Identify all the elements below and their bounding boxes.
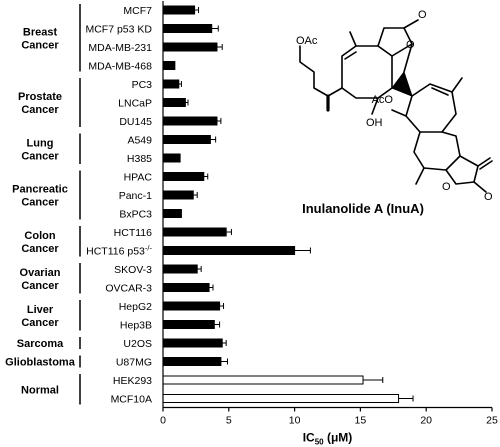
bar-7 xyxy=(162,116,218,126)
cell-line-label: Panc-1 xyxy=(119,190,152,202)
label-o-top: O xyxy=(418,9,427,21)
group-label: Liver xyxy=(27,304,54,316)
bar-20 xyxy=(162,357,222,366)
x-tick-label: 10 xyxy=(289,415,301,427)
cell-line-label: MDA-MB-468 xyxy=(88,61,152,73)
group-label: Cancer xyxy=(21,150,59,162)
group-label: Cancer xyxy=(21,243,59,255)
molecule-labels: OAc AcO OH O O O O xyxy=(296,9,493,203)
cell-line-label: LNCaP xyxy=(118,98,152,110)
cell-line-label: HCT116 p53-/- xyxy=(86,244,152,258)
cell-line-label: DU145 xyxy=(119,116,152,128)
x-tick-label: 0 xyxy=(160,415,166,427)
bar-8 xyxy=(162,135,211,144)
cell-line-label: MCF7 xyxy=(123,5,152,17)
bar-1 xyxy=(162,5,196,15)
group-labels: BreastCancerProstateCancerLungCancerPanc… xyxy=(5,4,81,405)
group-label: Colon xyxy=(24,230,55,242)
bar-11 xyxy=(162,190,194,200)
bars xyxy=(162,5,414,403)
x-axis-title: IC50 (μM) xyxy=(303,431,353,447)
cell-line-label: A549 xyxy=(127,135,152,147)
label-o-ring: O xyxy=(406,39,415,51)
cell-line-label: MCF10A xyxy=(111,394,152,406)
label-o-lactone: O xyxy=(442,181,451,193)
bar-18 xyxy=(162,320,215,329)
bar-15 xyxy=(162,264,198,274)
group-label: Cancer xyxy=(21,280,59,292)
x-tick-label: 15 xyxy=(355,415,367,427)
cell-line-label: MCF7 p53 KD xyxy=(85,24,152,36)
bar-22 xyxy=(162,394,400,403)
group-label: Glioblastoma xyxy=(5,357,76,369)
group-label: Cancer xyxy=(21,39,59,51)
group-label: Pancreatic xyxy=(12,184,68,196)
cell-line-label: HEK293 xyxy=(113,375,152,387)
group-label: Breast xyxy=(23,26,58,38)
label-aco: AcO xyxy=(372,94,394,106)
cell-line-label: BxPC3 xyxy=(119,209,152,221)
bar-5 xyxy=(162,79,180,89)
bar-2 xyxy=(162,24,213,33)
molecule-structure xyxy=(299,19,493,193)
label-oac: OAc xyxy=(296,35,318,47)
cell-line-label: Hep3B xyxy=(120,320,152,332)
cell-line-label: SKOV-3 xyxy=(114,264,152,276)
group-label: Lung xyxy=(27,137,54,149)
cell-line-label: MDA-MB-231 xyxy=(88,42,152,54)
bar-9 xyxy=(162,153,181,163)
bar-21 xyxy=(162,375,364,385)
bar-19 xyxy=(162,338,223,348)
compound-title: Inulanolide A (InuA) xyxy=(302,201,424,216)
group-label: Prostate xyxy=(18,91,62,103)
bar-14 xyxy=(162,246,296,255)
cell-line-label: HepG2 xyxy=(119,301,152,313)
group-label: Sarcoma xyxy=(17,338,64,350)
bar-17 xyxy=(162,301,221,311)
cell-line-label: HCT116 xyxy=(114,227,152,239)
cell-line-label: HPAC xyxy=(124,172,153,184)
bar-16 xyxy=(162,283,210,292)
bar-10 xyxy=(162,172,205,181)
bar-13 xyxy=(162,227,227,237)
x-tick-label: 5 xyxy=(226,415,232,427)
x-tick-label: 20 xyxy=(420,415,432,427)
cell-line-label: OVCAR-3 xyxy=(105,283,152,295)
group-label: Cancer xyxy=(21,104,59,116)
cell-line-label: H385 xyxy=(127,153,152,165)
x-tick-label: 25 xyxy=(486,415,498,427)
group-label: Ovarian xyxy=(20,267,61,279)
bar-4 xyxy=(162,61,176,70)
cell-line-label: U2OS xyxy=(123,338,152,350)
cell-line-label: U87MG xyxy=(116,357,152,369)
bar-6 xyxy=(162,98,186,107)
group-label: Cancer xyxy=(21,197,59,209)
label-o-bottom: O xyxy=(484,191,493,203)
group-label: Normal xyxy=(21,384,59,396)
group-label: Cancer xyxy=(21,317,59,329)
cell-line-label: PC3 xyxy=(132,79,153,91)
label-oh: OH xyxy=(366,117,383,129)
bar-12 xyxy=(162,209,182,218)
bar-3 xyxy=(162,42,218,52)
